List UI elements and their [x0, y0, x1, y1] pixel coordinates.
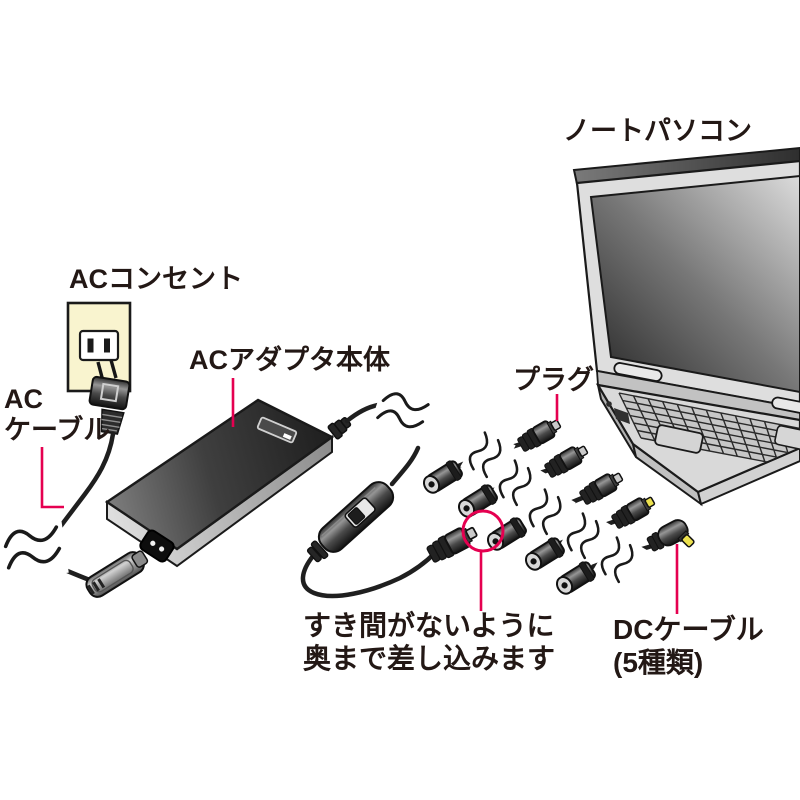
- ac-cable-leader-line: [40, 447, 64, 509]
- dc-plug-5-right-angle: [646, 519, 695, 552]
- label-ac-outlet: ACコンセント: [69, 264, 243, 294]
- label-ac-cable-line2: ケーブル: [4, 415, 111, 445]
- adapter-ac-inlet: [139, 529, 175, 563]
- dc-cable-4-socket: [521, 534, 568, 576]
- laptop-touchpad: [654, 424, 704, 454]
- adapter-cable-break-squiggle: [368, 383, 436, 445]
- laptop-hinge-left: [613, 362, 663, 382]
- laptop-keyboard: [618, 392, 800, 473]
- ac-cable-connector: [85, 550, 149, 598]
- laptop-illustration: [572, 146, 800, 507]
- wall-plug-illustration: [88, 359, 131, 435]
- laptop-side-vent: [614, 408, 630, 424]
- ac-cable-break-squiggle: [0, 518, 71, 584]
- laptop-hinge-strip: [596, 369, 800, 422]
- outlet-face: [78, 329, 120, 362]
- adapter-top-face: [104, 398, 335, 551]
- inline-switch-box-illustration: [306, 481, 395, 563]
- label-ac-cable-line1: AC: [4, 384, 43, 414]
- ac-adapter-illustration: [104, 398, 352, 568]
- dc-cables-illustration: [419, 414, 695, 600]
- label-ac-cable: AC ケーブル: [4, 384, 110, 446]
- label-insert-note-line2: 奥まで差し込みます: [303, 643, 556, 674]
- annotation-lines: [40, 378, 679, 614]
- laptop-lid-back-edge: [572, 146, 800, 186]
- outlet-slot-right: [104, 338, 110, 353]
- insert-highlight-circle: [461, 509, 505, 553]
- label-insert-note: すき間がないように 奥まで差し込みます: [303, 609, 555, 675]
- adapter-dc-output-plug: [424, 520, 482, 566]
- laptop-screen: [589, 174, 800, 394]
- label-plug: プラグ: [513, 365, 594, 395]
- laptop-palmrest-pad: [774, 425, 800, 451]
- label-dc-cable-line1: DCケーブル: [613, 614, 764, 645]
- label-ac-adapter: ACアダプタ本体: [189, 345, 390, 375]
- laptop-hinge-right: [771, 396, 800, 415]
- laptop-dc-in-port: [606, 401, 612, 407]
- dc-cable-5-socket: [552, 558, 599, 600]
- dc-plug-4-yellow-tip: [609, 491, 659, 532]
- adapter-label-sticker: [256, 416, 298, 444]
- label-laptop: ノートパソコン: [563, 116, 752, 146]
- outlet-slot-left: [87, 338, 94, 353]
- dc-plug-2: [542, 440, 592, 481]
- label-dc-cable-line2: (5種類): [613, 647, 704, 678]
- dc-plug-1: [515, 414, 565, 455]
- adapter-output-cable: [300, 402, 439, 599]
- dc-plug-3: [577, 467, 627, 508]
- dc-cable-2-socket: [454, 481, 501, 523]
- label-dc-cable: DCケーブル (5種類): [613, 613, 764, 679]
- label-insert-note-line1: すき間がないように: [303, 610, 555, 641]
- dc-cable-1-socket: [419, 457, 466, 499]
